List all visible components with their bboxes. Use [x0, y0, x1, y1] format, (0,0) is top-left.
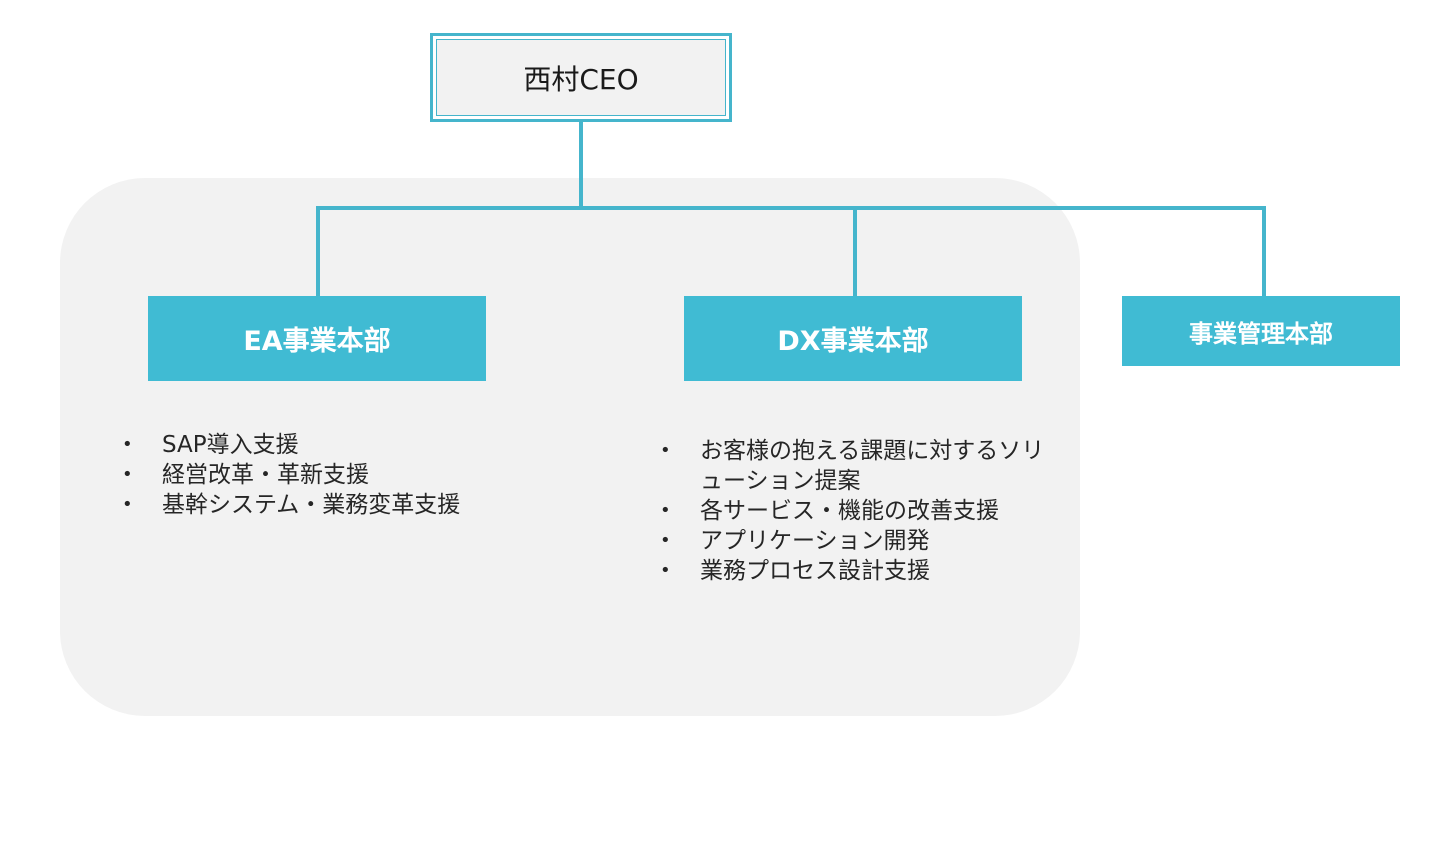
dept-admin-box: 事業管理本部 [1122, 296, 1400, 366]
dept-ea-box: EA事業本部 [148, 296, 486, 381]
connector-horizontal [316, 206, 1266, 210]
dept-dx-box: DX事業本部 [684, 296, 1022, 381]
list-item: •SAP導入支援 [122, 432, 299, 458]
bullet-icon: • [122, 434, 133, 455]
connector-admin [1262, 206, 1266, 296]
ea-services-list: •SAP導入支援 •経営改革・革新支援 •基幹システム・業務変革支援 [122, 430, 542, 520]
bullet-icon: • [122, 494, 133, 515]
connector-ea [316, 206, 320, 296]
connector-ceo-down [579, 120, 583, 210]
ceo-label: 西村CEO [436, 39, 726, 116]
list-item: •基幹システム・業務変革支援 [122, 492, 461, 518]
list-item: •各サービス・機能の改善支援 [660, 498, 999, 524]
bullet-icon: • [122, 464, 133, 485]
bullet-icon: • [660, 530, 671, 551]
list-item: •お客様の抱える課題に対するソリューション提案 [660, 438, 1045, 494]
bullet-icon: • [660, 560, 671, 581]
connector-dx [853, 206, 857, 296]
ceo-box: 西村CEO [430, 33, 732, 122]
list-item: •業務プロセス設計支援 [660, 558, 930, 584]
list-item: •経営改革・革新支援 [122, 462, 369, 488]
business-group-panel [60, 178, 1080, 716]
list-item: •アプリケーション開発 [660, 528, 930, 554]
dx-services-list: •お客様の抱える課題に対するソリューション提案 •各サービス・機能の改善支援 •… [660, 436, 1060, 586]
bullet-icon: • [660, 440, 671, 461]
bullet-icon: • [660, 500, 671, 521]
